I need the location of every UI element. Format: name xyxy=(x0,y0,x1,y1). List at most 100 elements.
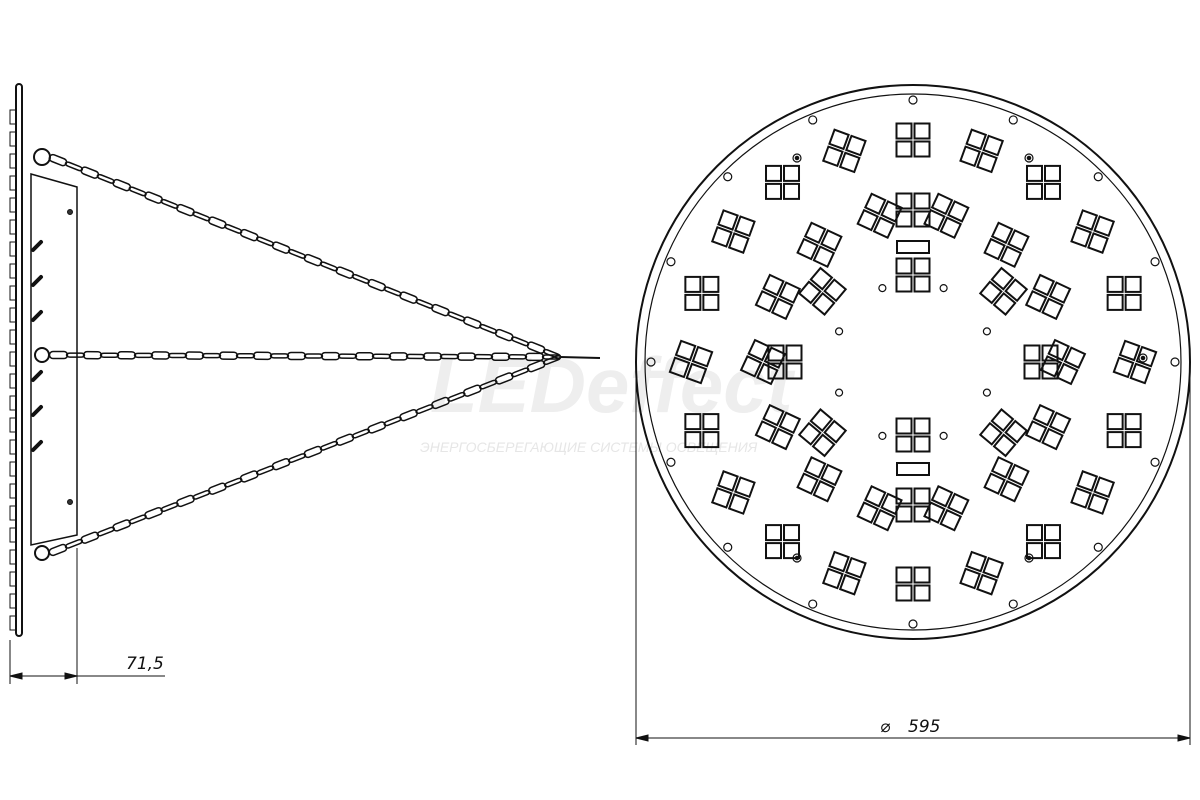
led-cluster xyxy=(754,273,802,321)
screw xyxy=(792,153,802,163)
housing-inner-ring xyxy=(644,93,1182,631)
led-cluster xyxy=(895,487,931,523)
led xyxy=(702,293,720,311)
plate-fin xyxy=(9,373,17,389)
plate-fin xyxy=(9,505,17,521)
led xyxy=(913,505,931,523)
hole xyxy=(808,115,818,125)
led xyxy=(734,215,756,238)
led xyxy=(809,408,834,433)
chain-link xyxy=(456,352,477,361)
chain-link xyxy=(144,506,163,520)
led xyxy=(895,487,913,505)
led xyxy=(1032,403,1056,427)
led xyxy=(684,293,702,311)
chain-link xyxy=(510,367,530,378)
led xyxy=(717,209,739,231)
led-cluster xyxy=(710,209,756,254)
chain-link xyxy=(128,514,147,525)
led xyxy=(976,573,998,596)
led xyxy=(770,297,794,321)
led xyxy=(1048,281,1072,304)
led-cluster xyxy=(959,128,1005,174)
hole xyxy=(939,431,948,441)
led-cluster xyxy=(668,339,714,385)
led xyxy=(947,200,970,223)
hole xyxy=(878,431,887,441)
led xyxy=(1076,209,1099,231)
chain-link xyxy=(388,352,409,361)
plate-fin xyxy=(9,549,17,565)
chain-link xyxy=(239,470,259,483)
vent-slot xyxy=(31,370,43,382)
hole xyxy=(723,542,733,552)
led xyxy=(983,237,1006,261)
led xyxy=(823,278,848,303)
led xyxy=(1004,419,1029,444)
led xyxy=(923,208,946,232)
chain-link xyxy=(96,526,116,537)
led xyxy=(1070,225,1092,248)
led xyxy=(1025,164,1043,182)
chain-link xyxy=(524,352,545,362)
led-cluster xyxy=(821,550,867,596)
chain-link xyxy=(507,354,528,360)
led xyxy=(959,567,981,590)
led xyxy=(838,573,861,596)
led-cluster xyxy=(765,164,801,200)
connector xyxy=(896,240,930,254)
led xyxy=(754,420,778,443)
led-cluster xyxy=(767,344,803,380)
led xyxy=(856,501,879,524)
chain-link xyxy=(447,391,466,402)
led xyxy=(803,221,827,245)
led xyxy=(1118,339,1141,362)
led xyxy=(1043,542,1061,560)
chain-link xyxy=(271,457,291,471)
hole xyxy=(666,257,676,267)
plate-fin xyxy=(9,131,17,147)
led-cluster xyxy=(895,417,931,453)
chain-link xyxy=(303,253,323,267)
led xyxy=(1129,362,1152,385)
hole xyxy=(1008,599,1018,609)
led xyxy=(863,484,887,508)
led xyxy=(727,232,750,254)
led xyxy=(872,508,896,532)
led xyxy=(820,463,843,487)
chain-link xyxy=(510,336,530,347)
chain-link xyxy=(431,396,450,410)
led-cluster xyxy=(856,484,903,532)
led xyxy=(913,257,931,275)
led xyxy=(812,479,836,503)
led-cluster xyxy=(710,470,756,515)
hole xyxy=(908,95,918,105)
led-cluster xyxy=(1025,524,1061,560)
chain-link xyxy=(176,203,195,217)
led xyxy=(796,472,819,495)
led xyxy=(828,128,850,151)
led xyxy=(1124,275,1142,293)
led xyxy=(959,145,981,168)
led xyxy=(783,164,801,182)
plate-fin xyxy=(9,395,17,411)
led xyxy=(1124,413,1142,431)
chain-link xyxy=(224,223,243,234)
led xyxy=(785,344,803,362)
led xyxy=(811,433,836,458)
led-cluster xyxy=(796,456,843,503)
led xyxy=(1043,164,1061,182)
vent-slot xyxy=(31,405,43,417)
screw xyxy=(792,553,802,563)
led xyxy=(939,216,963,240)
plate-fin xyxy=(9,307,17,323)
led xyxy=(992,433,1017,458)
hole xyxy=(1093,172,1103,182)
led-cluster xyxy=(797,266,848,316)
depth-dimension-label: 71,5 xyxy=(126,654,164,674)
led xyxy=(727,493,750,515)
plate-fin xyxy=(9,615,17,631)
eye-bolt-bottom xyxy=(34,545,50,561)
chain-link xyxy=(269,353,290,359)
chain-link xyxy=(335,266,355,279)
